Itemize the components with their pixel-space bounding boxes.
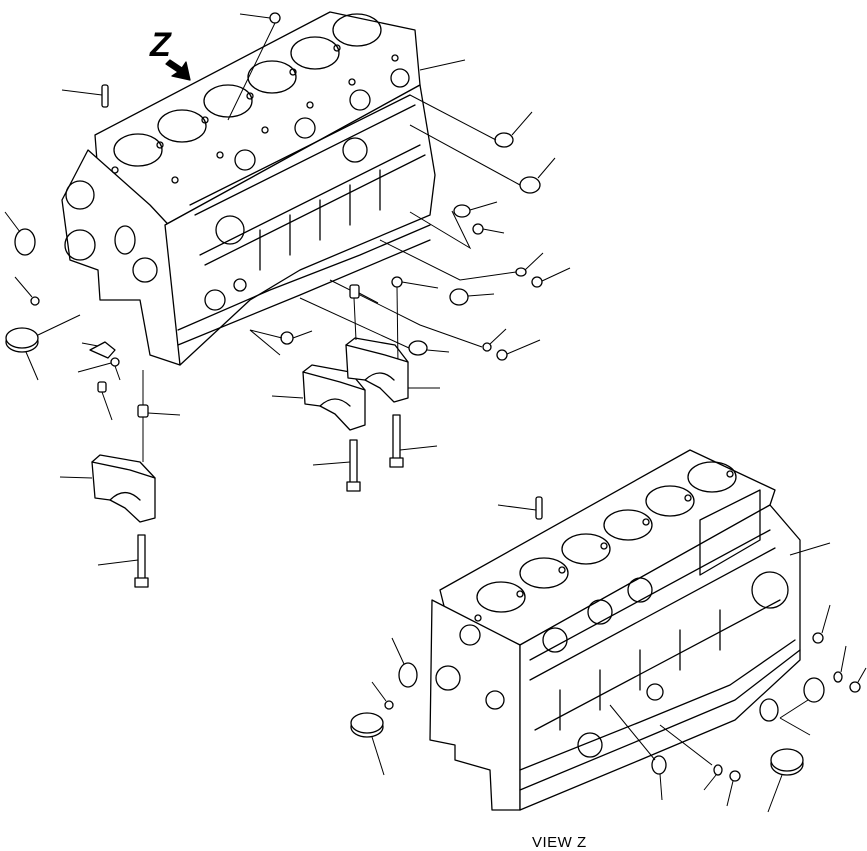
view-z-caption: VIEW Z [532,834,587,851]
view-z-marker: Z [150,26,171,64]
rear-seal-upper [5,314,81,381]
front-seal-lower [767,748,804,813]
lower-parts [350,496,867,813]
main-bearing-caps [59,337,440,588]
upper-parts [4,12,571,421]
lower-cylinder-block-view-z [429,449,801,811]
rear-seal-lower [350,712,385,776]
upper-cylinder-block [61,11,436,366]
